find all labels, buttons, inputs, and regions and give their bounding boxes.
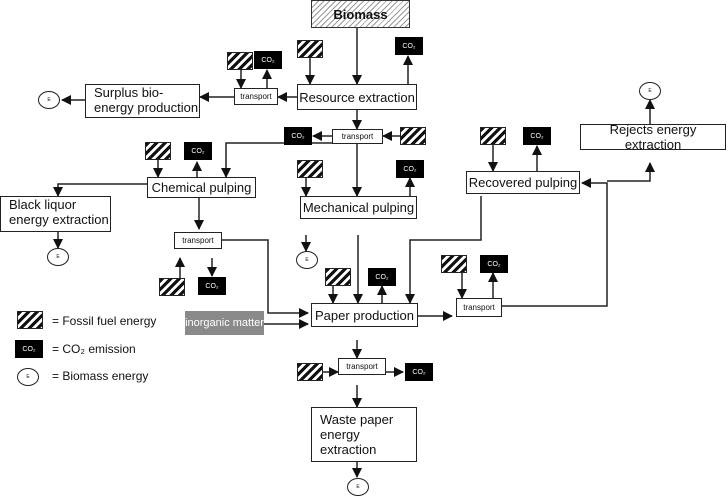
transport-box: transport	[332, 129, 383, 144]
biomass-energy-icon: E	[639, 82, 661, 100]
waste-line-1: Waste paper	[320, 412, 394, 427]
waste-line-3: extraction	[320, 442, 377, 457]
transport-box: transport	[338, 358, 386, 375]
co2-emission-icon: CO₂	[284, 127, 312, 145]
surplus-bioenergy-box: Surplus bio- energy production	[85, 84, 200, 118]
biomass-energy-icon: E	[296, 251, 318, 269]
legend-fossil-label: = Fossil fuel energy	[52, 314, 157, 328]
legend-co2-icon: CO₂	[15, 340, 43, 358]
transport-box: transport	[174, 232, 222, 249]
black-liquor-box: Black liquor energy extraction	[0, 196, 111, 232]
fossil-fuel-icon	[480, 127, 506, 145]
transport-box: transport	[456, 298, 502, 317]
fossil-fuel-icon	[325, 268, 351, 286]
fossil-fuel-icon	[297, 363, 323, 381]
inorganic-matter-box: inorganic matter	[185, 311, 264, 335]
waste-line-2: energy	[320, 427, 360, 442]
fossil-fuel-icon	[159, 278, 185, 296]
paper-production-box: Paper production	[311, 303, 418, 327]
surplus-line-1: Surplus bio-	[94, 85, 164, 100]
co2-emission-icon: CO₂	[523, 127, 551, 145]
recovered-pulping-box: Recovered pulping	[466, 171, 580, 194]
legend-co2-label: = CO₂ emission	[52, 342, 136, 356]
biomass-source: Biomass	[311, 0, 410, 28]
co2-emission-icon: CO₂	[184, 142, 212, 160]
co2-emission-icon: CO₂	[480, 255, 508, 273]
legend-biomass-icon: E	[17, 368, 39, 386]
fossil-fuel-icon	[400, 127, 426, 145]
fossil-fuel-icon	[227, 52, 253, 70]
fossil-fuel-icon	[145, 142, 171, 160]
transport-box: transport	[234, 88, 278, 105]
co2-emission-icon: CO₂	[254, 51, 282, 69]
co2-emission-icon: CO₂	[395, 37, 423, 55]
co2-emission-icon: CO₂	[198, 277, 226, 295]
co2-emission-icon: CO₂	[396, 160, 424, 178]
black-liquor-line-2: energy extraction	[9, 212, 109, 227]
biomass-energy-icon: E	[38, 91, 60, 109]
fossil-fuel-icon	[441, 255, 467, 273]
waste-paper-box: Waste paper energy extraction	[311, 407, 417, 462]
fossil-fuel-icon	[297, 160, 323, 178]
black-liquor-line-1: Black liquor	[9, 197, 77, 212]
legend-biomass-label: = Biomass energy	[52, 369, 149, 383]
chemical-pulping-box: Chemical pulping	[147, 177, 256, 198]
resource-extraction-box: Resource extraction	[297, 84, 417, 110]
biomass-energy-icon: E	[347, 478, 369, 496]
biomass-energy-icon: E	[47, 248, 69, 266]
fossil-fuel-icon	[297, 40, 323, 58]
co2-emission-icon: CO₂	[405, 363, 433, 381]
legend-fossil-icon	[17, 311, 43, 329]
rejects-energy-box: Rejects energy extraction	[580, 122, 726, 152]
co2-emission-icon: CO₂	[368, 268, 396, 286]
surplus-line-2: energy production	[94, 100, 199, 115]
mechanical-pulping-box: Mechanical pulping	[300, 196, 417, 219]
